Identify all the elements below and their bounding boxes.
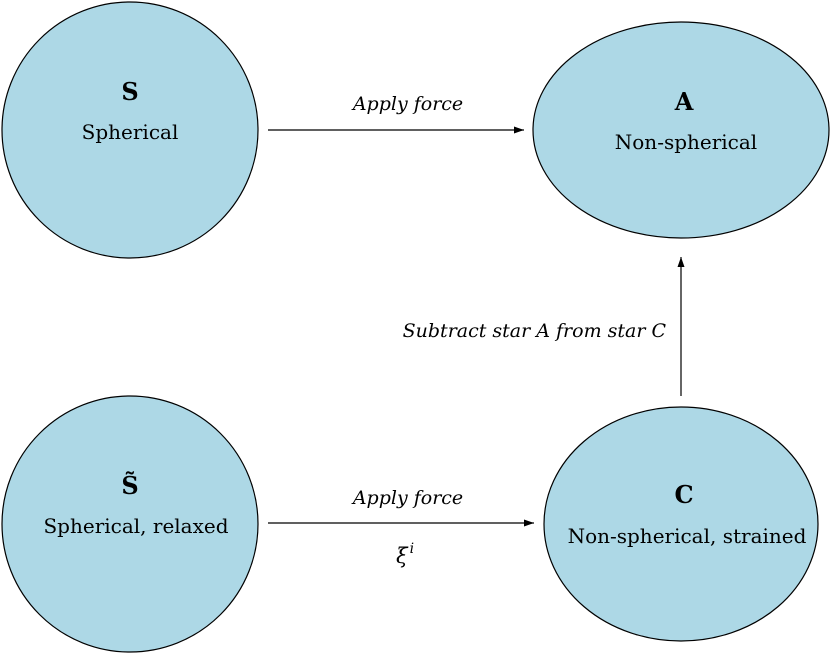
xi-symbol: ξ <box>396 544 409 568</box>
node-c-description: Non-spherical, strained <box>568 524 807 548</box>
node-c-letter: C <box>674 480 693 509</box>
node-s-tilde-letter: S̃ <box>121 471 138 500</box>
node-a-ellipse <box>532 21 830 239</box>
edge-c-to-a-label: Subtract star A from star C <box>403 320 667 342</box>
xi-superscript: i <box>410 541 414 557</box>
node-c: C Non-spherical, strained <box>543 406 819 642</box>
node-s-circle <box>1 1 259 259</box>
edge-s-to-a-label: Apply force <box>351 93 463 115</box>
edge-s-to-a: Apply force <box>268 93 524 134</box>
node-s-tilde-description: Spherical, relaxed <box>43 514 228 538</box>
node-s-letter: S <box>121 77 138 106</box>
edge-s-tilde-to-c-label: Apply force <box>351 487 463 509</box>
edge-c-to-a: Subtract star A from star C <box>403 257 685 396</box>
node-c-ellipse <box>543 406 819 642</box>
node-a-letter: A <box>674 87 694 116</box>
node-s-tilde-circle <box>1 395 259 653</box>
node-s-tilde: S̃ Spherical, relaxed <box>1 395 259 653</box>
node-a-description: Non-spherical <box>615 130 757 154</box>
node-s-description: Spherical <box>82 120 179 144</box>
node-a: A Non-spherical <box>532 21 830 239</box>
node-s: S Spherical <box>1 1 259 259</box>
